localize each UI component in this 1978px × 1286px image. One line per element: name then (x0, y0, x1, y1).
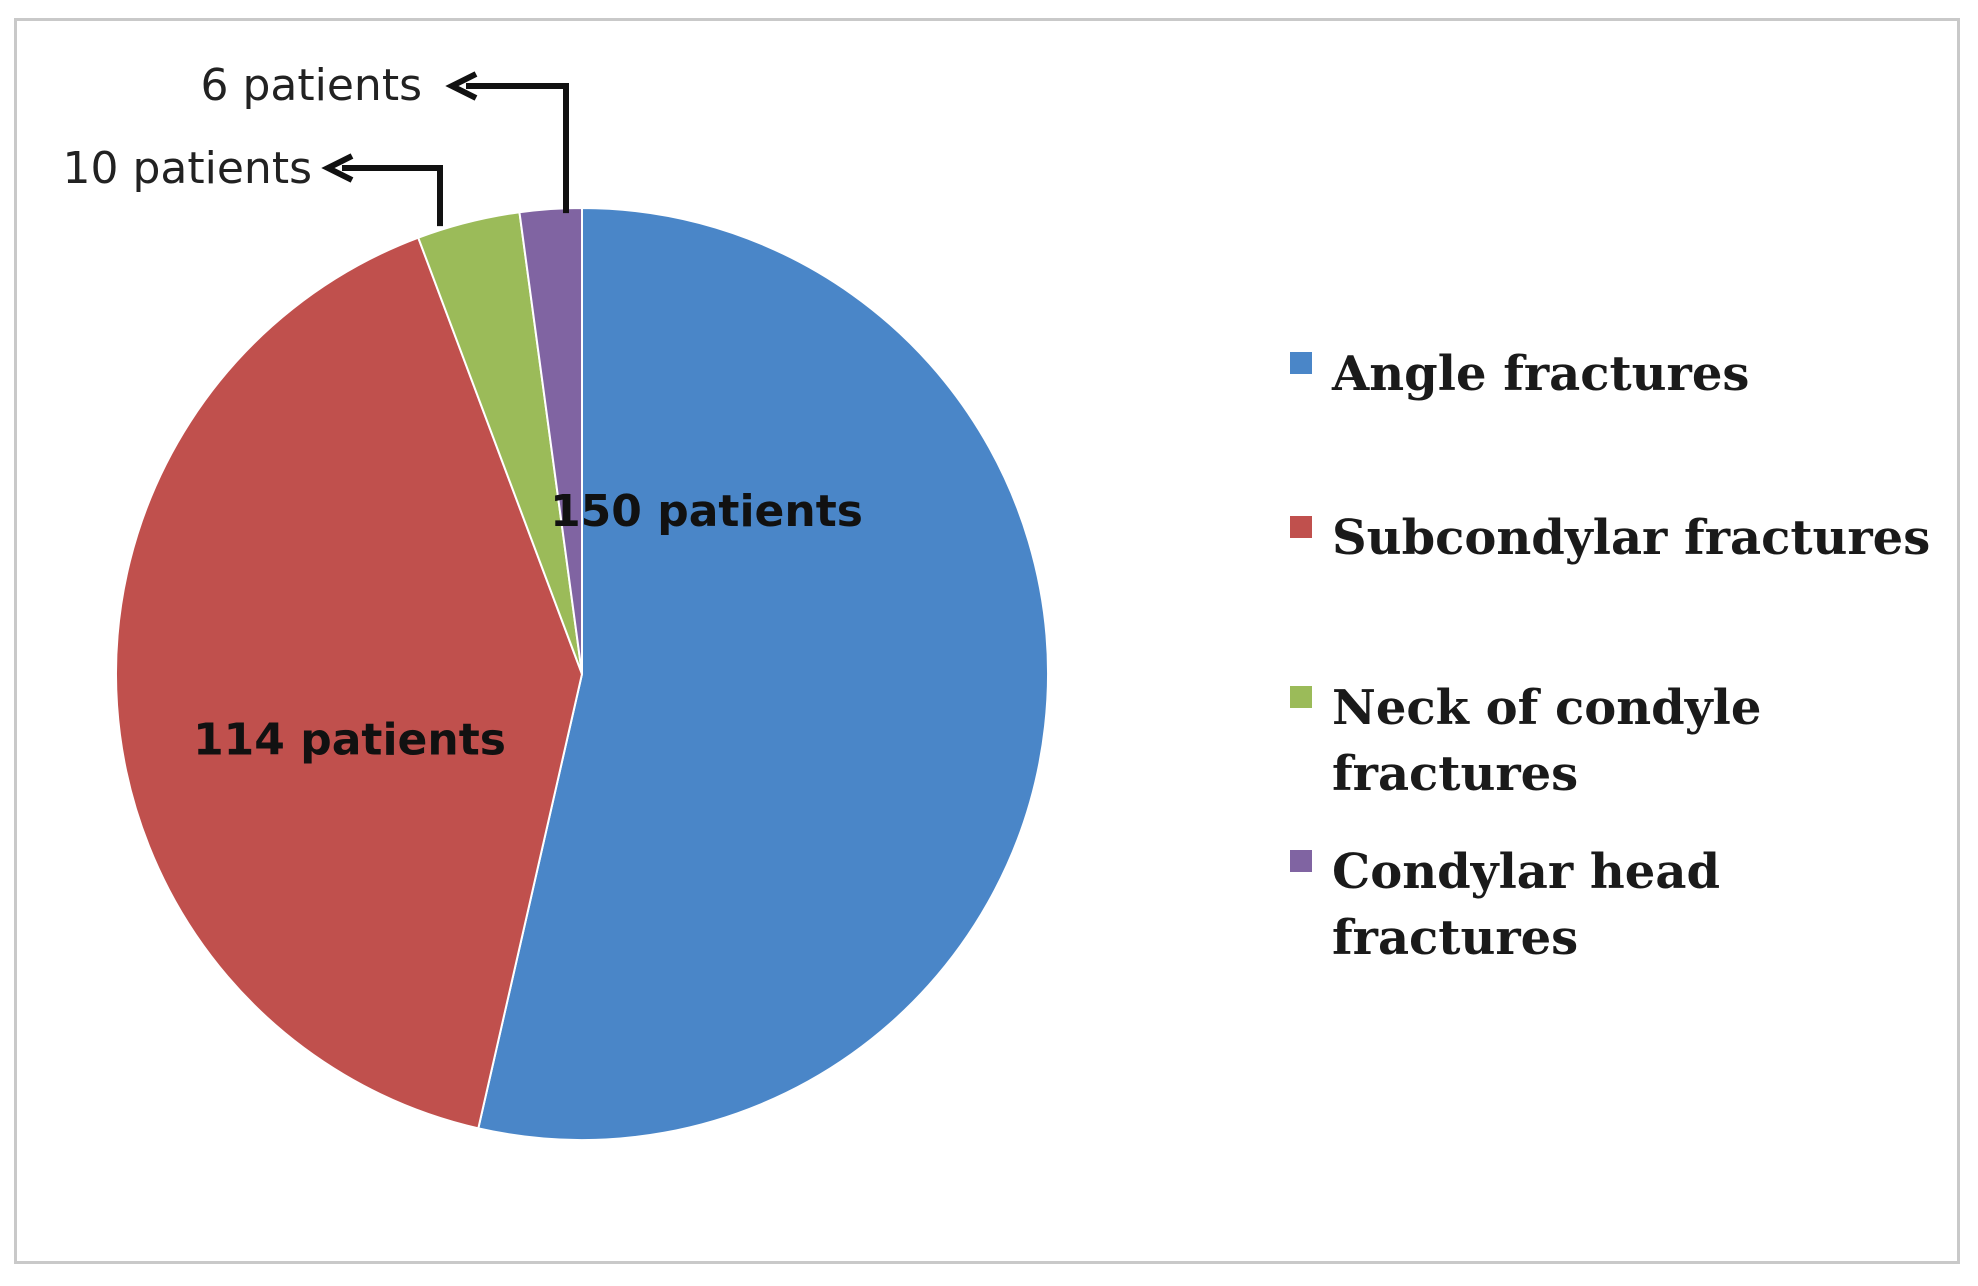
pie-slices (115, 206, 1049, 1141)
slice-label-condylar-head-fractures: 6 patients (201, 60, 422, 111)
legend-label-subcondylar-fractures: Subcondylar fractures (1332, 510, 1930, 566)
callout-arrowhead-neck-of-condyle-fractures (321, 153, 354, 183)
pie-slice-condylar-head-fractures (518, 206, 583, 675)
slice-label-subcondylar-fractures: 114 patients (193, 715, 506, 766)
callout-line-condylar-head-fractures (466, 83, 569, 214)
callout-line-neck-of-condyle-fractures (342, 165, 443, 227)
pie-slice-subcondylar-fractures (115, 236, 584, 1130)
legend-swatch-condylar-head-fractures (1290, 850, 1312, 872)
legend-swatch-neck-of-condyle-fractures (1290, 686, 1312, 708)
callout-arrows (321, 71, 569, 227)
legend-label-angle-fractures: Angle fractures (1331, 346, 1749, 402)
callout-arrowhead-condylar-head-fractures (445, 71, 478, 101)
slice-label-neck-of-condyle-fractures: 10 patients (63, 143, 312, 194)
pie-slice-angle-fractures (477, 206, 1049, 1141)
slice-label-angle-fractures: 150 patients (550, 486, 863, 537)
legend-swatch-angle-fractures (1290, 352, 1312, 374)
legend-swatch-subcondylar-fractures (1290, 516, 1312, 538)
slice-labels: 150 patients 114 patients 10 patients 6 pat… (63, 60, 863, 766)
